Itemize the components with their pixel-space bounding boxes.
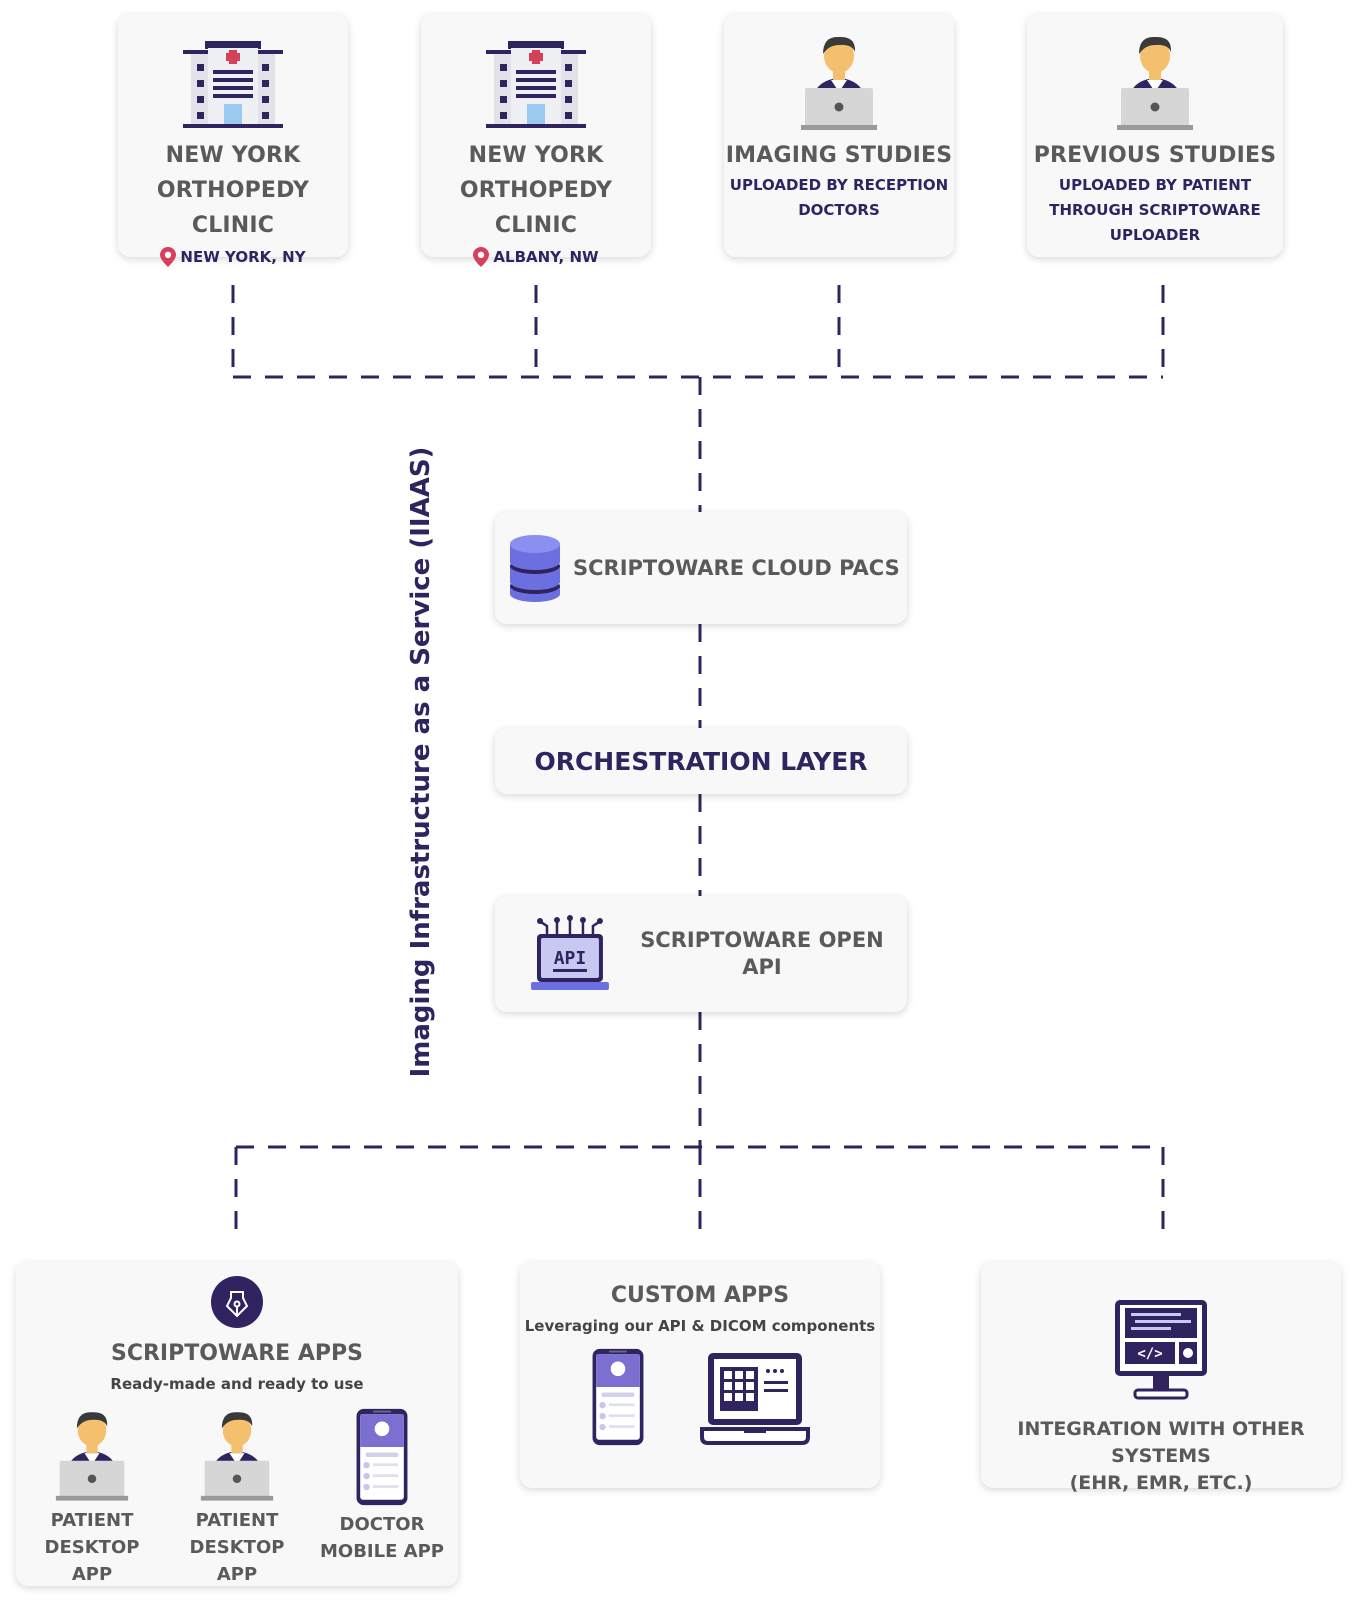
app-item-line2: DESKTOP APP (189, 1537, 285, 1585)
app-item: PATIENT DESKTOP APP (22, 1407, 162, 1588)
integration-line1: INTEGRATION WITH OTHER SYSTEMS (1017, 1418, 1305, 1467)
person-laptop-icon (799, 32, 879, 132)
cloud-pacs-label: SCRIPTOWARE CLOUD PACS (573, 555, 900, 580)
hospital-icon (183, 38, 283, 128)
open-api-label: SCRIPTOWARE OPEN API (640, 928, 884, 979)
svg-text:API: API (554, 948, 586, 969)
person-laptop-icon (1115, 32, 1195, 132)
source-card-imaging-studies: IMAGING STUDIES UPLOADED BY RECEPTION DO… (724, 14, 954, 257)
previous-studies-sub2: THROUGH SCRIPTOWARE (1049, 201, 1261, 219)
app-item-line2: DESKTOP APP (44, 1537, 140, 1585)
cloud-pacs-card: SCRIPTOWARE CLOUD PACS (495, 512, 907, 624)
integration-card: </> INTEGRATION WITH OTHER SYSTEMS (EHR,… (981, 1262, 1341, 1494)
imaging-studies-sub1: UPLOADED BY RECEPTION (729, 176, 949, 194)
laptop-dashboard-icon (700, 1353, 810, 1445)
custom-apps-card: CUSTOM APPS Leveraging our API & DICOM c… (520, 1262, 880, 1488)
person-laptop-icon (199, 1407, 275, 1503)
location-pin-icon (473, 247, 490, 267)
source-card-previous-studies: PREVIOUS STUDIES UPLOADED BY PATIENT THR… (1027, 14, 1283, 257)
clinic-name-line1: NEW YORK (165, 143, 301, 168)
clinic-name-line2: ORTHOPEDY CLINIC (156, 178, 310, 238)
orchestration-layer-card: ORCHESTRATION LAYER (495, 728, 907, 794)
custom-apps-title: CUSTOM APPS (610, 1283, 790, 1308)
mobile-phone-icon (590, 1347, 646, 1447)
clinic-location: NEW YORK, NY (180, 248, 306, 266)
scriptoware-apps-card: SCRIPTOWARE APPS Ready-made and ready to… (16, 1262, 458, 1586)
api-laptop-icon: API (531, 915, 609, 990)
iiaas-vertical-label: Imaging Infrastructure as a Service (IIA… (406, 446, 436, 1078)
previous-studies-sub3: UPLOADER (1109, 226, 1201, 244)
app-item-line1: PATIENT (50, 1510, 134, 1531)
app-item-line1: PATIENT (195, 1510, 279, 1531)
scriptoware-apps-title: SCRIPTOWARE APPS (110, 1341, 363, 1366)
integration-line2: (EHR, EMR, ETC.) (1069, 1472, 1253, 1494)
location-pin-icon (160, 247, 177, 267)
database-icon (510, 535, 560, 602)
custom-apps-subtitle: Leveraging our API & DICOM components (524, 1317, 876, 1335)
monitor-code-icon: </> (1115, 1300, 1207, 1400)
scriptoware-apps-subtitle: Ready-made and ready to use (110, 1375, 364, 1393)
previous-studies-title: PREVIOUS STUDIES (1033, 143, 1277, 168)
pen-nib-icon (211, 1276, 263, 1328)
source-card-clinic-1: NEW YORK ORTHOPEDY CLINIC NEW YORK, NY (118, 14, 348, 267)
open-api-card: API SCRIPTOWARE OPEN API (495, 896, 907, 1012)
clinic-name-line1: NEW YORK (468, 143, 604, 168)
app-item: DOCTOR MOBILE APP (312, 1407, 452, 1588)
imaging-studies-title: IMAGING STUDIES (725, 143, 953, 168)
app-item-line2: MOBILE APP (320, 1541, 444, 1562)
orchestration-layer-label: ORCHESTRATION LAYER (534, 746, 868, 776)
app-item: PATIENT DESKTOP APP (167, 1407, 307, 1588)
clinic-location: ALBANY, NW (493, 248, 599, 266)
hospital-icon (486, 38, 586, 128)
source-card-clinic-2: NEW YORK ORTHOPEDY CLINIC ALBANY, NW (421, 14, 651, 267)
mobile-phone-icon (354, 1407, 410, 1507)
svg-text:</>: </> (1137, 1346, 1162, 1362)
app-item-line1: DOCTOR (339, 1514, 425, 1535)
previous-studies-sub1: UPLOADED BY PATIENT (1058, 176, 1252, 194)
person-laptop-icon (54, 1407, 130, 1503)
clinic-name-line2: ORTHOPEDY CLINIC (459, 178, 613, 238)
imaging-studies-sub2: DOCTORS (798, 201, 880, 219)
